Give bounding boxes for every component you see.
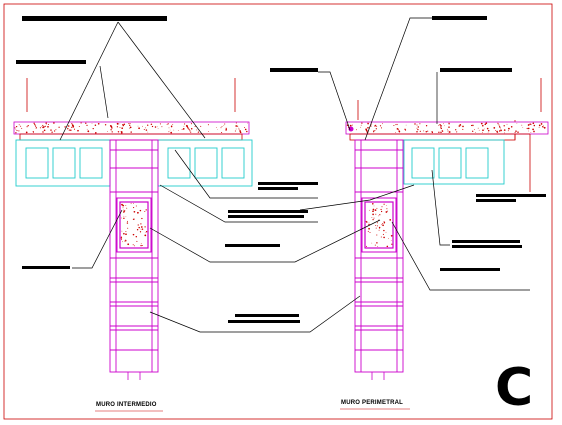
- caption-muro-perimetral: MURO PERIMETRAL: [341, 400, 403, 406]
- hollow-block-left-a: [15, 139, 111, 187]
- left-detail: [13, 78, 253, 380]
- masonry-wall-left: [109, 139, 159, 373]
- masonry-wall-right: [354, 139, 404, 373]
- detail-letter: C: [495, 358, 534, 418]
- bond-beam-right: [361, 197, 397, 253]
- label-bars: [16, 16, 546, 323]
- sheet-frame: [3, 3, 553, 420]
- right-detail: [345, 78, 549, 380]
- hollow-block-left-b: [157, 139, 253, 187]
- slab-speckle-left: [14, 122, 249, 134]
- leader-lines: [59, 17, 530, 333]
- hollow-block-right: [403, 139, 505, 185]
- caption-muro-intermedio: MURO INTERMEDIO: [96, 402, 157, 408]
- bond-beam-left: [116, 197, 152, 253]
